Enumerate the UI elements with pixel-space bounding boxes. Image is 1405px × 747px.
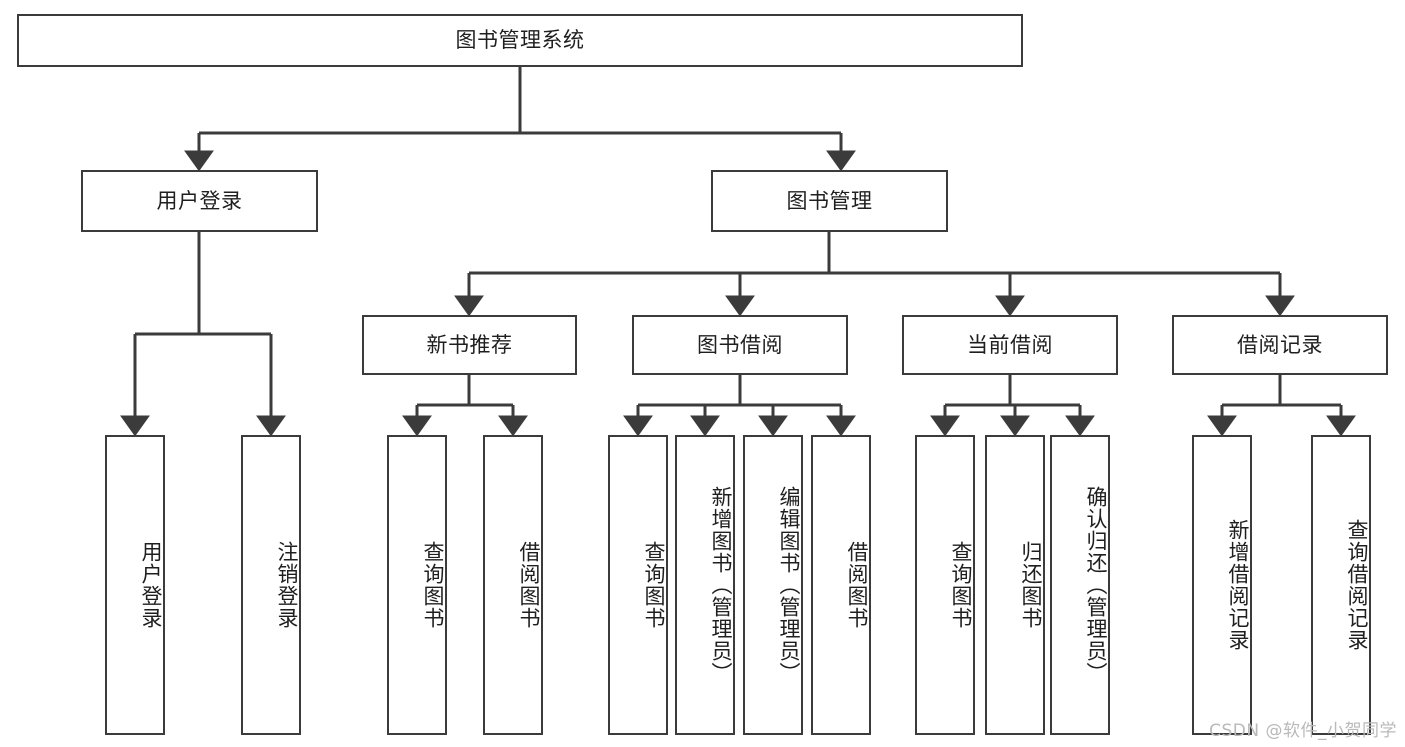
node-leaf-confirm-return-label: 确认归还（管理员） bbox=[1084, 486, 1108, 684]
node-leaf-return-book[interactable]: 归还图书 bbox=[985, 435, 1045, 735]
node-leaf-user-login-label: 用户登录 bbox=[139, 541, 163, 629]
node-leaf-query-book-2[interactable]: 查询图书 bbox=[608, 435, 668, 735]
node-current-borrow[interactable]: 当前借阅 bbox=[902, 315, 1118, 375]
node-root-label: 图书管理系统 bbox=[455, 28, 585, 53]
node-leaf-borrow-book-1[interactable]: 借阅图书 bbox=[483, 435, 543, 735]
node-leaf-logout-login-label: 注销登录 bbox=[275, 541, 299, 629]
node-leaf-query-book-1-label: 查询图书 bbox=[421, 541, 445, 629]
node-leaf-query-book-1[interactable]: 查询图书 bbox=[387, 435, 447, 735]
node-book-management[interactable]: 图书管理 bbox=[711, 170, 948, 232]
node-leaf-borrow-book-1-label: 借阅图书 bbox=[517, 541, 541, 629]
node-user-login[interactable]: 用户登录 bbox=[81, 170, 318, 232]
node-leaf-query-book-3[interactable]: 查询图书 bbox=[915, 435, 975, 735]
node-book-borrow-label: 图书借阅 bbox=[697, 332, 783, 357]
node-leaf-query-book-3-label: 查询图书 bbox=[949, 541, 973, 629]
node-new-book-recommend-label: 新书推荐 bbox=[426, 332, 513, 357]
node-leaf-borrow-book-2-label: 借阅图书 bbox=[845, 541, 869, 629]
node-leaf-query-record[interactable]: 查询借阅记录 bbox=[1311, 435, 1371, 735]
node-leaf-borrow-book-2[interactable]: 借阅图书 bbox=[811, 435, 871, 735]
node-leaf-logout-login[interactable]: 注销登录 bbox=[241, 435, 301, 735]
node-leaf-add-book[interactable]: 新增图书（管理员） bbox=[675, 435, 735, 735]
node-book-borrow[interactable]: 图书借阅 bbox=[632, 315, 848, 375]
node-leaf-add-book-label: 新增图书（管理员） bbox=[709, 486, 733, 684]
node-leaf-confirm-return[interactable]: 确认归还（管理员） bbox=[1050, 435, 1110, 735]
node-leaf-user-login[interactable]: 用户登录 bbox=[105, 435, 165, 735]
node-borrow-record[interactable]: 借阅记录 bbox=[1172, 315, 1388, 375]
node-leaf-edit-book-label: 编辑图书（管理员） bbox=[777, 486, 801, 684]
node-book-management-label: 图书管理 bbox=[786, 188, 873, 213]
node-user-login-label: 用户登录 bbox=[156, 188, 243, 213]
node-current-borrow-label: 当前借阅 bbox=[967, 332, 1053, 357]
node-root[interactable]: 图书管理系统 bbox=[17, 14, 1023, 67]
node-leaf-edit-book[interactable]: 编辑图书（管理员） bbox=[743, 435, 803, 735]
csdn-watermark: CSDN @软件_小贺同学 bbox=[1209, 721, 1397, 741]
node-leaf-add-record[interactable]: 新增借阅记录 bbox=[1192, 435, 1252, 735]
node-borrow-record-label: 借阅记录 bbox=[1237, 332, 1323, 357]
node-leaf-query-record-label: 查询借阅记录 bbox=[1345, 519, 1369, 651]
node-leaf-return-book-label: 归还图书 bbox=[1019, 541, 1043, 629]
node-new-book-recommend[interactable]: 新书推荐 bbox=[362, 315, 577, 375]
node-leaf-add-record-label: 新增借阅记录 bbox=[1226, 519, 1250, 651]
node-leaf-query-book-2-label: 查询图书 bbox=[642, 541, 666, 629]
